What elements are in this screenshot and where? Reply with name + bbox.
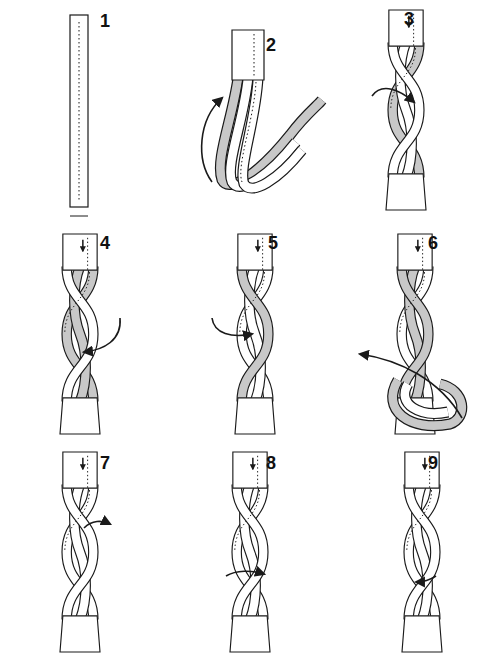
step-number: 1 (100, 12, 110, 30)
braid-step-5 (212, 234, 275, 434)
strip-step-1 (70, 15, 88, 216)
step-number: 9 (428, 454, 438, 472)
step-number: 4 (100, 234, 110, 252)
braid-step-6 (360, 234, 462, 434)
strip-step-2 (202, 30, 322, 188)
step-number: 6 (428, 234, 438, 252)
step-number: 7 (100, 454, 110, 472)
braid-step-8 (226, 452, 270, 652)
braid-step-7 (60, 452, 110, 652)
step-number: 3 (404, 10, 414, 28)
braid-step-3 (372, 10, 426, 210)
braid-step-9 (402, 452, 442, 652)
step-number: 5 (268, 234, 278, 252)
step-number: 8 (266, 454, 276, 472)
braid-step-4 (60, 234, 120, 434)
step-number: 2 (266, 36, 276, 54)
